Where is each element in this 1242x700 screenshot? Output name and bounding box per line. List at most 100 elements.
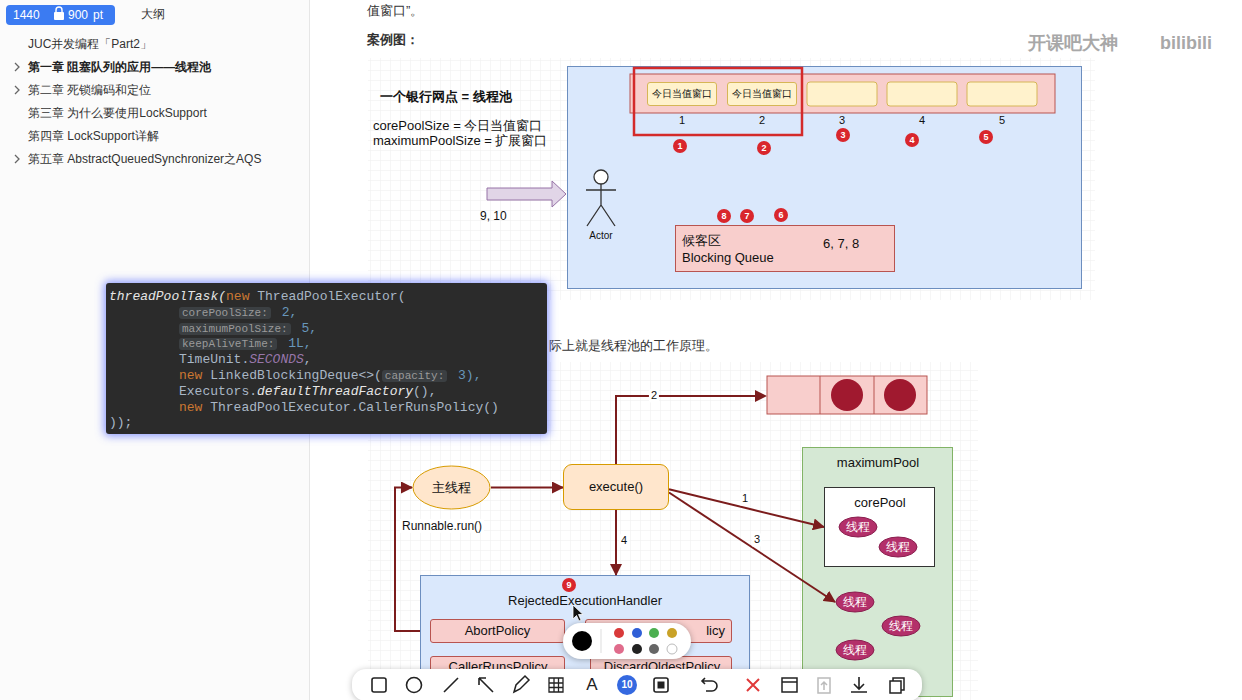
node-text: 线程: [846, 520, 870, 534]
node-text: 线程: [843, 643, 867, 657]
code-token: LinkedBlockingDeque<>(: [210, 368, 382, 383]
edge-label: 1: [740, 492, 750, 505]
upload-icon: [818, 678, 830, 693]
line-icon: [444, 678, 458, 692]
connector-arrow: [669, 493, 835, 602]
arrow-head: [755, 390, 767, 402]
watermark: bilibili: [1160, 33, 1212, 55]
thread-ellipse: 线程: [881, 615, 921, 637]
entry-arrow: [487, 181, 566, 207]
code-line: corePoolSize:2,: [106, 305, 547, 321]
code-popup: threadPoolTask(newThreadPoolExecutor(cor…: [106, 283, 547, 434]
callout-number: 9: [562, 578, 576, 592]
queued-task: [831, 379, 863, 411]
outline-item: JUC并发编程「Part2」: [28, 37, 152, 51]
color-dot: [632, 644, 642, 654]
color-dot: [649, 644, 659, 654]
ellipse-shape: [882, 616, 920, 636]
code-token: threadPoolTask(: [109, 289, 226, 304]
code-line: keepAliveTime: 1L,: [106, 336, 547, 352]
pool-box: corePool 线程线程: [824, 487, 935, 567]
node-text: 今日当值窗口: [732, 88, 792, 100]
empty-window: [967, 82, 1037, 106]
window-band: [630, 74, 1055, 113]
window-number: 2: [759, 114, 765, 127]
arrow-label: 2: [649, 389, 659, 402]
code-token: 2,: [282, 305, 298, 320]
arrow-label: 9, 10: [480, 209, 507, 223]
arrow-icon: [479, 678, 493, 692]
connector-arrow: [491, 487, 563, 489]
color-dot: [667, 628, 677, 638]
color-dot: [632, 628, 642, 638]
connector-arrow: [395, 488, 420, 632]
code-token: ThreadPoolExecutor.CallerRunsPolicy(): [210, 400, 499, 415]
badge-text: 900: [68, 8, 88, 22]
node-text: 候客区: [682, 233, 721, 249]
ellipse-shape: [413, 466, 490, 509]
node-text: 线程: [889, 619, 913, 633]
code-token: defaultThreadFactory: [257, 384, 413, 399]
layer-icon: [654, 678, 668, 692]
code-line: new ThreadPoolExecutor.CallerRunsPolicy(): [106, 400, 547, 416]
region-fill: [568, 67, 1082, 289]
close-icon: [747, 679, 759, 691]
node-text: maximumPool: [837, 455, 919, 471]
outline-item: 第二章 死锁编码和定位: [28, 83, 151, 97]
code-token: new: [226, 289, 249, 304]
pen-icon: [514, 676, 529, 692]
code-token: new: [179, 400, 202, 415]
code-token: ));: [109, 415, 132, 430]
callout-number: 2: [757, 141, 771, 155]
window-number: 4: [919, 114, 925, 127]
thread-ellipse: 线程: [835, 591, 875, 613]
thread-ellipse: 线程: [878, 536, 918, 558]
code-line: maximumPoolSize:5,: [106, 321, 547, 337]
empty-window: [887, 82, 957, 106]
undo-icon: [702, 678, 717, 691]
color-dot: [614, 644, 624, 654]
queue-box: 候客区Blocking Queue6, 7, 8: [675, 225, 895, 272]
color-dot: [572, 631, 592, 651]
canvas-grid: [368, 58, 1095, 300]
badge-text: 1440: [13, 8, 40, 22]
thread-ellipse: 线程: [835, 639, 875, 661]
code-token: keepAliveTime:: [179, 338, 277, 350]
callout-number: 3: [836, 128, 850, 142]
callout-number: 1: [673, 139, 687, 153]
lock-icon: [54, 12, 64, 20]
node-text: 今日当值窗口: [652, 88, 712, 100]
window-box: 今日当值窗口: [647, 82, 717, 106]
queue-strip: [767, 376, 927, 414]
outline-item: 第三章 为什么要使用LockSupport: [28, 106, 207, 120]
callout-number: 4: [905, 133, 919, 147]
window-number: 5: [999, 114, 1005, 127]
code-token: SECONDS: [249, 352, 304, 367]
color-dot: [614, 628, 624, 638]
pool-box: maximumPoolcorePool线程线程线程线程线程: [802, 447, 953, 697]
layer-icon: [658, 682, 665, 689]
code-token: TimeUnit.: [179, 352, 249, 367]
body-text: 际上就是线程池的工作原理。: [549, 338, 718, 354]
code-line: Executors.defaultThreadFactory(),: [106, 384, 547, 400]
policy-box: AbortPolicy: [430, 619, 565, 643]
ellipse-shape: [879, 537, 917, 557]
diagram-note: maximumPoolSize = 扩展窗口: [373, 133, 547, 149]
mosaic-icon: [549, 678, 563, 692]
size-badge: 10: [617, 675, 637, 695]
callout-number: 8: [717, 209, 731, 223]
node-text: corePool: [854, 495, 905, 511]
diagram-note: corePoolSize = 今日当值窗口: [373, 118, 542, 134]
code-token: 1L,: [288, 336, 311, 351]
queue-divider: [820, 376, 874, 414]
badge-text: pt: [93, 8, 103, 22]
ellipse-shape: [836, 592, 874, 612]
outline-item: 第一章 阻塞队列的应用——线程池: [28, 60, 211, 74]
node-text: Actor: [589, 230, 612, 242]
node-text: RejectedExecutionHandler: [508, 593, 662, 609]
node-text: 6, 7, 8: [823, 236, 859, 252]
body-text: 值窗口”。: [367, 3, 423, 19]
code-line: newLinkedBlockingDeque<>(capacity:3),: [106, 368, 547, 384]
actor-figure: [586, 184, 616, 226]
code-token: maximumPoolSize:: [179, 323, 291, 335]
